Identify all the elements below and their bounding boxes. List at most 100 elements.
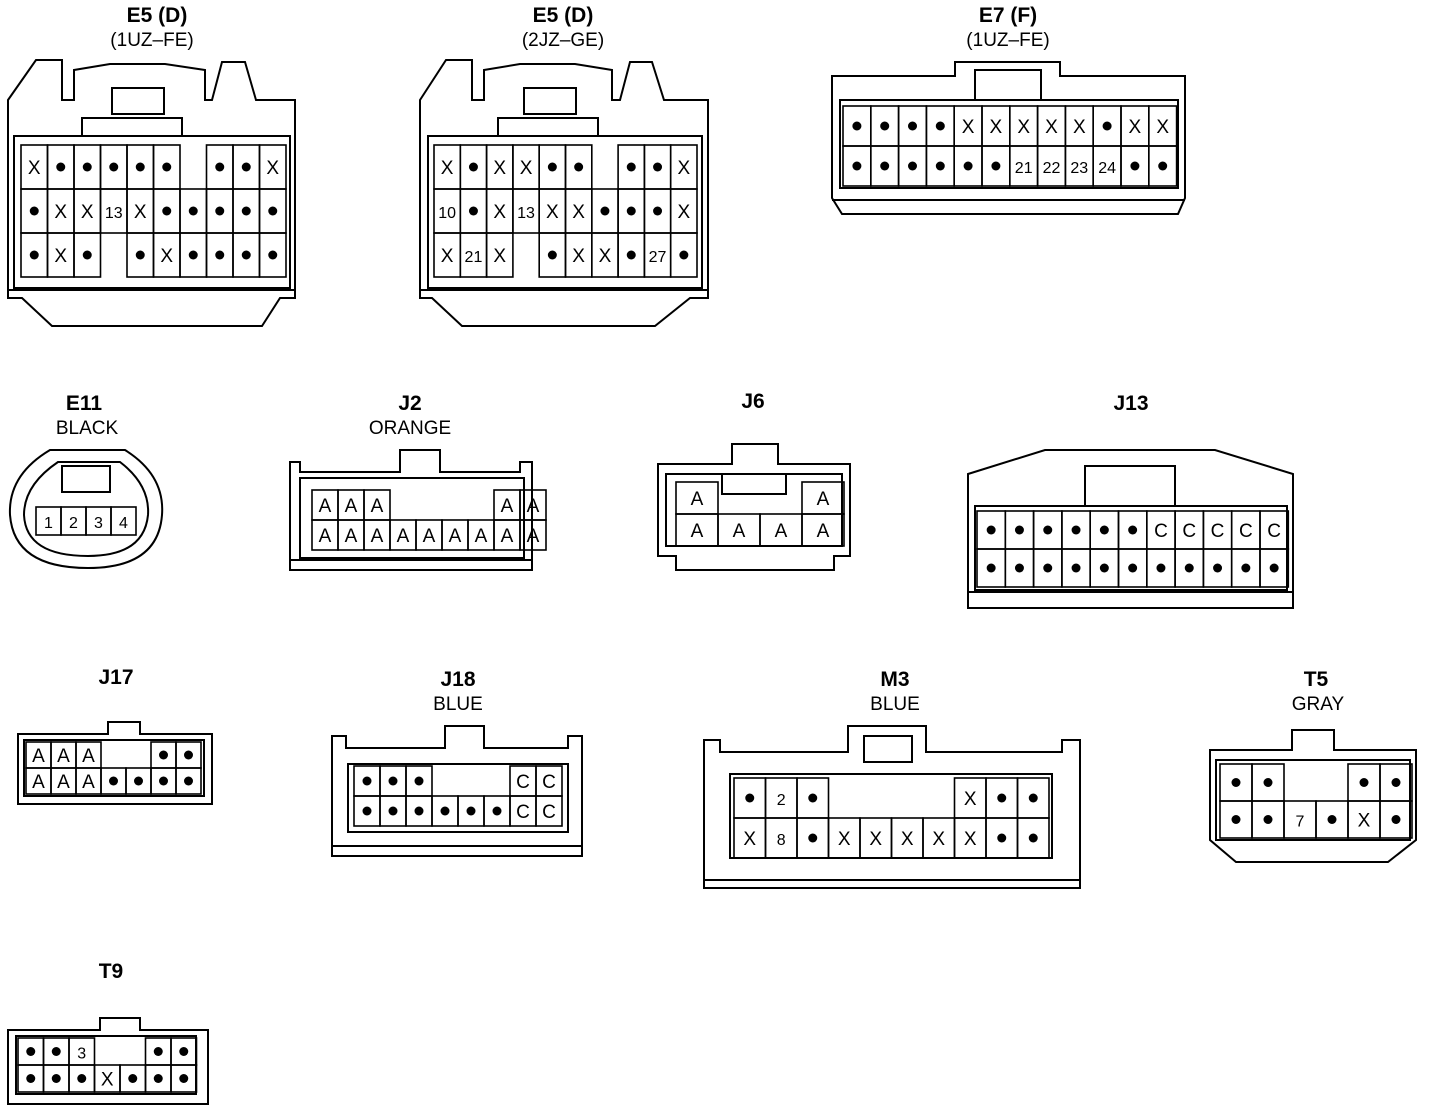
pin-label: 3 (94, 515, 103, 532)
connector-code: E7 (F) (979, 4, 1037, 27)
pin-dot (1128, 525, 1138, 535)
connector-code: E5 (D) (127, 4, 188, 27)
pin-label: X (101, 1070, 114, 1091)
pin-dot (986, 563, 996, 573)
pin-cell (1259, 548, 1290, 588)
connector-subtitle: BLUE (870, 694, 920, 715)
pin-dot (1099, 563, 1109, 573)
pin-dot (468, 162, 478, 172)
pin-label: 24 (1098, 160, 1116, 177)
pin-label: A (817, 521, 830, 542)
pin-dot (135, 250, 145, 260)
pin-label: X (743, 829, 756, 850)
pin-label: X (1017, 117, 1030, 138)
pin-label: A (57, 772, 70, 793)
pin-cell (519, 519, 547, 551)
pin-label: C (1182, 521, 1196, 542)
pin-label: C (1211, 521, 1225, 542)
pin-dot (1014, 525, 1024, 535)
pin-label: A (449, 526, 462, 547)
pin-dot (986, 525, 996, 535)
pin-label: X (493, 246, 506, 267)
connector-housing (419, 59, 709, 327)
pin-cell (801, 513, 845, 547)
pin-label: A (733, 521, 746, 542)
pin-label: 13 (105, 205, 123, 222)
pin-label: X (28, 158, 41, 179)
pin-dot (908, 161, 917, 171)
pin-dot (1269, 563, 1279, 573)
pin-label: X (964, 829, 977, 850)
connector-housing (703, 725, 1081, 889)
pin-label: A (817, 489, 830, 510)
pin-dot (241, 206, 251, 216)
pin-label: A (371, 496, 384, 517)
pin-cell (1379, 800, 1413, 839)
pin-dot (51, 1074, 61, 1083)
pin-dot (362, 806, 372, 816)
pin-dot (162, 162, 172, 172)
pin-dot (268, 206, 278, 216)
connector-housing (967, 449, 1294, 609)
pin-label: X (901, 829, 914, 850)
pin-label: A (82, 746, 95, 767)
pin-label: C (1239, 521, 1253, 542)
pin-dot (268, 250, 278, 260)
connector-code: T5 (1304, 668, 1329, 691)
pin-dot (162, 206, 172, 216)
pin-dot (466, 806, 476, 816)
pin-label: A (775, 521, 788, 542)
pin-label: A (371, 526, 384, 547)
pin-dot (1158, 161, 1168, 171)
pin-dot (215, 206, 225, 216)
pin-label: A (691, 489, 704, 510)
pin-dot (1043, 525, 1053, 535)
pin-label: A (82, 772, 95, 793)
pin-label: A (527, 526, 540, 547)
pin-dot (109, 162, 119, 172)
pin-dot (1071, 563, 1081, 573)
pin-label: X (134, 202, 147, 223)
pin-dot (880, 121, 890, 131)
pin-dot (468, 206, 478, 216)
pin-label: A (397, 526, 410, 547)
connector-subtitle: BLUE (433, 694, 483, 715)
pin-dot (908, 121, 917, 131)
pin-dot (1028, 833, 1038, 843)
pin-dot (991, 161, 1001, 171)
pin-label: A (527, 496, 540, 517)
connector-code: J18 (440, 668, 475, 691)
pin-dot (153, 1074, 163, 1083)
pin-dot (1327, 815, 1337, 824)
pin-label: X (1073, 117, 1086, 138)
connector-code: E5 (D) (533, 4, 594, 27)
connector-subtitle: (1UZ–FE) (110, 30, 193, 51)
connector-subtitle: BLACK (56, 418, 119, 439)
pin-dot (997, 793, 1007, 803)
pin-label: X (1129, 117, 1142, 138)
pin-dot (1241, 563, 1251, 573)
pin-label: X (54, 246, 67, 267)
pin-dot (997, 833, 1007, 843)
pin-dot (135, 162, 145, 172)
pin-cell (258, 232, 287, 278)
pin-dot (1359, 778, 1369, 787)
pin-label: 21 (1015, 160, 1033, 177)
pin-cell (1016, 817, 1050, 859)
connector-housing (331, 725, 583, 857)
pin-dot (1028, 793, 1038, 803)
pin-dot (56, 162, 66, 172)
pin-grid: 3X (17, 1037, 198, 1093)
pin-dot (179, 1047, 189, 1056)
pin-dot (1128, 563, 1138, 573)
pin-cell (175, 767, 202, 795)
pin-dot (82, 162, 92, 172)
pin-label: X (160, 246, 173, 267)
